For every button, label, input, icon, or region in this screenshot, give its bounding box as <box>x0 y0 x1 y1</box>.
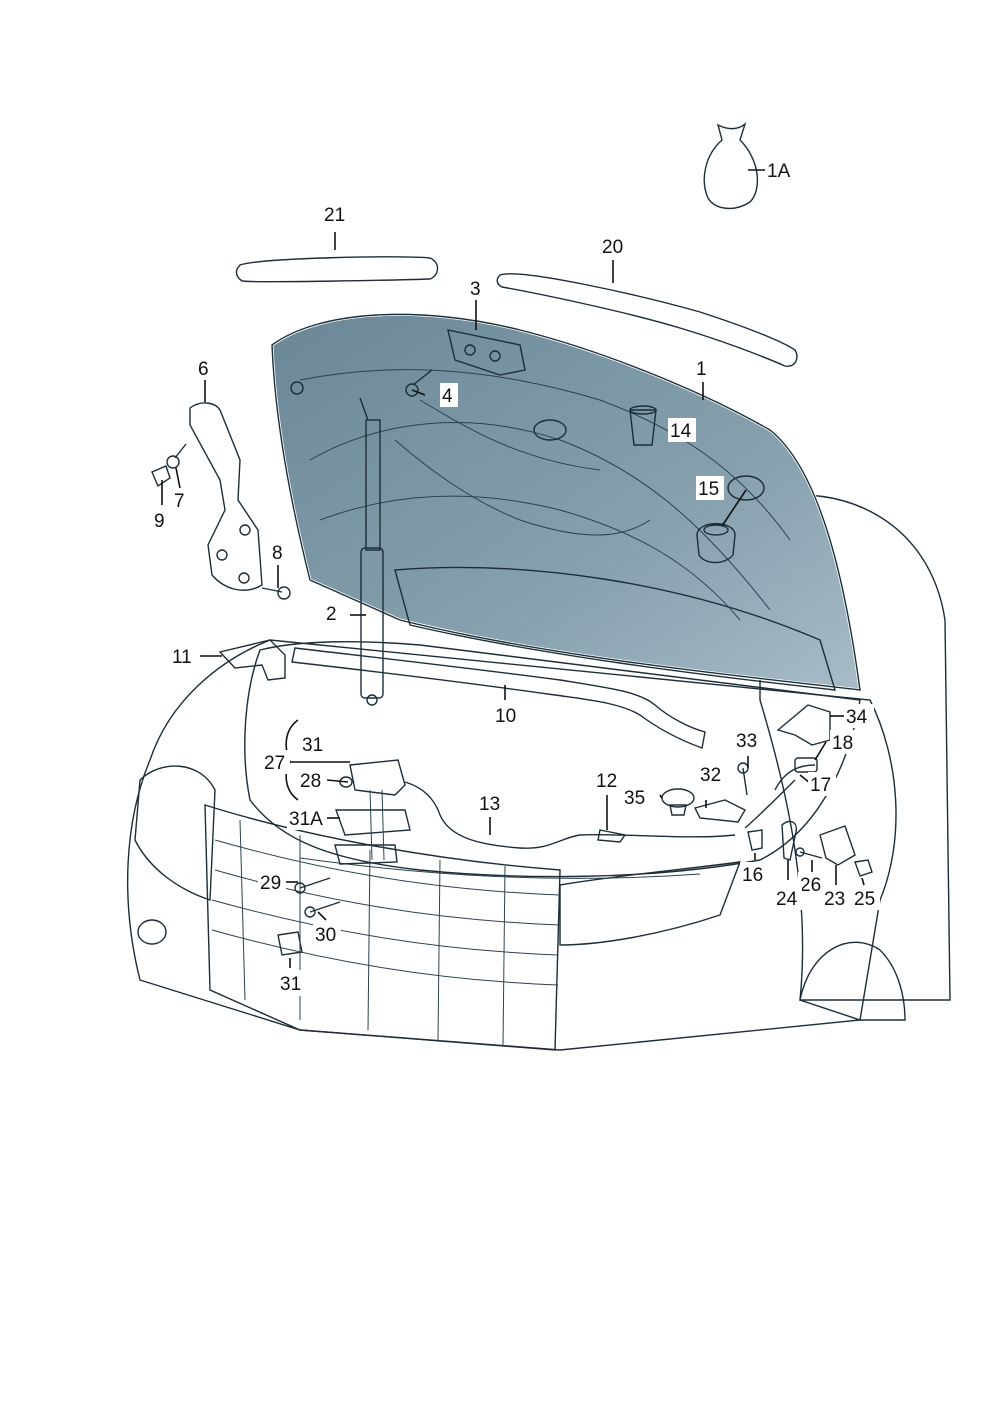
cap-35 <box>661 788 695 816</box>
callout-16: 16 <box>742 865 763 886</box>
callout-34: 34 <box>846 707 868 728</box>
clip-31 <box>277 931 303 956</box>
callout-11: 11 <box>172 647 192 668</box>
grease-bag-part <box>703 121 759 209</box>
bolt-4 <box>405 369 433 397</box>
callout-10: 10 <box>495 706 516 727</box>
buffer-14 <box>629 405 657 446</box>
callout-32: 32 <box>700 765 721 786</box>
gas-strut <box>359 397 384 706</box>
callout-8: 8 <box>272 543 283 564</box>
hood-panel <box>270 312 862 692</box>
switch-24 <box>781 820 797 861</box>
hood-lock-27 <box>334 759 411 865</box>
callout-28: 28 <box>300 771 321 792</box>
leader-lines <box>161 169 865 968</box>
callout-18: 18 <box>832 733 853 754</box>
bolt-30 <box>304 901 341 918</box>
callout-6: 6 <box>198 359 209 380</box>
callout-14: 14 <box>670 421 692 442</box>
nut-9 <box>151 465 171 488</box>
bolt-8 <box>261 586 291 600</box>
callout-12: 12 <box>596 771 617 792</box>
bolt-7 <box>166 443 187 469</box>
callout-25: 25 <box>854 889 875 910</box>
callout-labels: 1A 21 20 3 1 4 6 14 7 15 9 8 2 11 10 34 <box>152 158 880 996</box>
hood-latch-part <box>447 329 526 376</box>
bolt-29 <box>294 877 331 894</box>
callout-20: 20 <box>602 237 623 258</box>
callout-1A: 1A <box>767 161 791 182</box>
bracket-34 <box>776 704 831 746</box>
bolt-26 <box>795 847 823 859</box>
sensor-17 <box>774 757 818 791</box>
car-body <box>126 494 951 1051</box>
callout-7: 7 <box>174 491 185 512</box>
callout-21: 21 <box>324 205 345 226</box>
release-cable-13 <box>404 779 796 849</box>
callout-31-bottom: 31 <box>280 974 301 995</box>
clip-25 <box>854 859 873 877</box>
seal-10 <box>291 647 706 749</box>
callout-33: 33 <box>736 731 757 752</box>
housing-23 <box>819 825 856 866</box>
seal-strip-21 <box>235 256 439 283</box>
callout-17: 17 <box>810 775 831 796</box>
callout-15: 15 <box>698 479 719 500</box>
mount-32 <box>693 799 746 823</box>
callout-29: 29 <box>260 873 281 894</box>
callout-4: 4 <box>442 386 453 407</box>
seal-strip-20 <box>496 273 798 367</box>
callout-9: 9 <box>154 511 165 532</box>
buffer-15 <box>696 489 747 564</box>
callout-13: 13 <box>479 794 500 815</box>
clip-16 <box>747 829 763 851</box>
callout-31A: 31A <box>289 809 323 830</box>
callout-2: 2 <box>326 604 337 625</box>
callout-30: 30 <box>315 925 336 946</box>
callout-31-top: 31 <box>302 735 323 756</box>
callout-24: 24 <box>776 889 798 910</box>
callout-1: 1 <box>696 359 707 380</box>
bracket-11 <box>218 639 286 681</box>
callout-26: 26 <box>800 875 821 896</box>
screw-33 <box>737 762 749 796</box>
callout-23: 23 <box>824 889 845 910</box>
callout-27: 27 <box>264 753 285 774</box>
callout-3: 3 <box>470 279 481 300</box>
callout-35: 35 <box>624 788 645 809</box>
hinge-6 <box>189 402 263 591</box>
